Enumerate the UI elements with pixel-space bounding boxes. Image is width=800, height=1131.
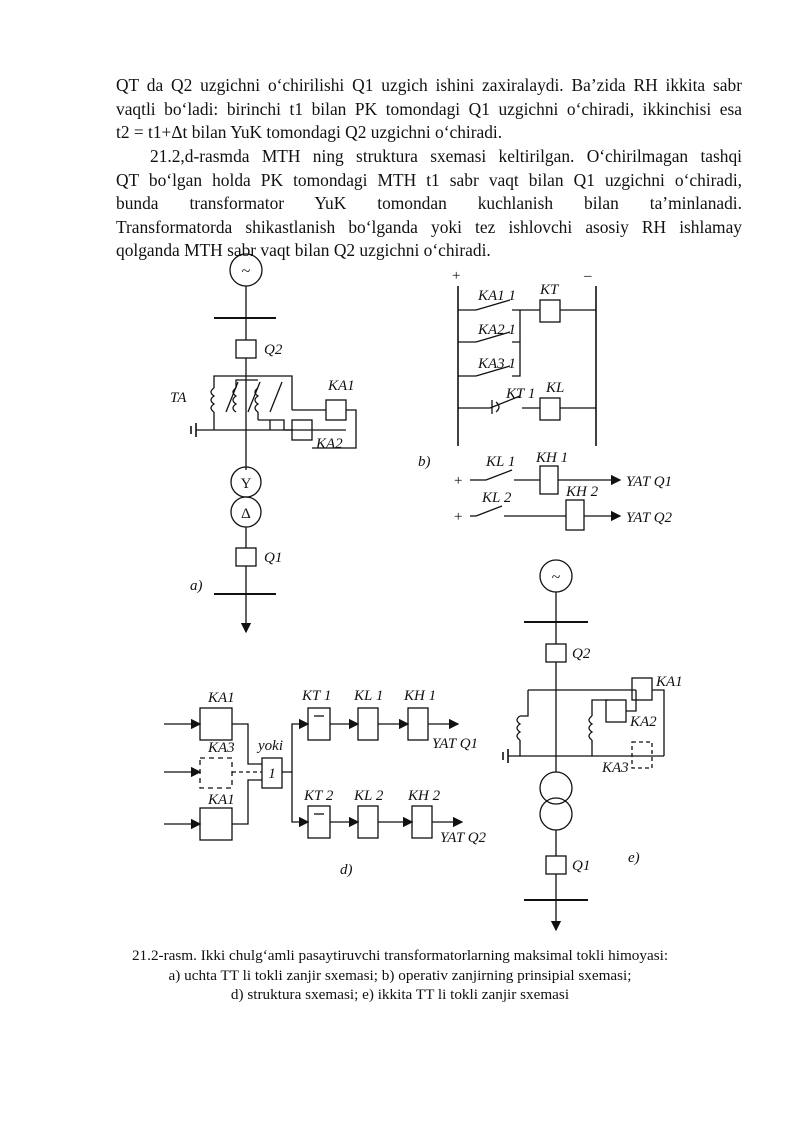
tag-d: d)	[340, 862, 353, 878]
ta-label: TA	[170, 390, 187, 406]
generator-label-e: ~	[552, 569, 561, 586]
star-label: Y	[241, 476, 252, 492]
paragraph-1: QT da Q2 uzgichni o‘chirilishi Q1 uzgich…	[116, 74, 742, 145]
block-ka1-top	[199, 707, 233, 741]
ka1-top-label: KA1	[207, 690, 235, 706]
ct-coil-e2	[588, 715, 594, 741]
caption-line: d) struktura sxemasi; e) ikkita TT li to…	[230, 986, 570, 1003]
kh1-label: KH 1	[403, 688, 436, 704]
ka1-1-label: KA1 1	[477, 288, 516, 304]
diagram-e: ~ Q2 KA1 KA2 KA3 Q1 e)	[502, 559, 683, 932]
relay-ka3-e	[631, 741, 653, 769]
ka3-label: KA3	[207, 740, 235, 756]
block-kt1	[307, 707, 331, 741]
transformer-winding-hv-e	[539, 771, 573, 805]
ka1-bot-label: KA1	[207, 792, 235, 808]
block-ka3	[199, 757, 233, 789]
yoki-label: yoki	[256, 738, 283, 754]
generator-label: ~	[242, 263, 251, 280]
tag-b: b)	[418, 454, 431, 470]
ct-coil-e1	[516, 715, 522, 741]
plus-label: +	[452, 268, 460, 284]
plus-label-2: +	[454, 473, 462, 489]
ka3-1-label: KA3 1	[477, 356, 516, 372]
kl-label: KL	[545, 380, 564, 396]
kh-1-label: KH 1	[535, 450, 568, 466]
minus-label: –	[583, 268, 592, 284]
relay-kl	[539, 397, 561, 421]
breaker-q2-e	[545, 643, 567, 663]
breaker-q1	[235, 547, 257, 567]
kl2-label: KL 2	[353, 788, 384, 804]
q2-label-e: Q2	[572, 646, 591, 662]
q1-label: Q1	[264, 550, 282, 566]
text-line: t2 = t1+Δt bilan YuK tomondagi Q2 uzgich…	[116, 122, 503, 142]
plus-label-3: +	[454, 509, 462, 525]
kh-2-label: KH 2	[565, 484, 599, 500]
transformer-winding-lv-e	[539, 797, 573, 831]
yat-q2-label-d: YAT Q2	[440, 830, 487, 846]
yat-q1-label-b: YAT Q1	[626, 474, 672, 490]
ka1-label: KA1	[327, 378, 355, 394]
tag-a: a)	[190, 578, 203, 594]
block-kh1	[407, 707, 429, 741]
kt2-label: KT 2	[303, 788, 334, 804]
diagram-a: ~ Q2 TA KA1 KA2 Y Δ Q1	[170, 253, 357, 634]
block-kl2	[357, 805, 379, 839]
block-ka1-bottom	[199, 807, 233, 841]
tag-e: e)	[628, 850, 640, 866]
text-line: bunda transformator YuK tomondan kuchlan…	[116, 193, 742, 213]
block-kh2	[411, 805, 433, 839]
relay-ka1-e	[631, 677, 653, 701]
ka2-1-label: KA2 1	[477, 322, 516, 338]
text-line: Transformatorda shikastlanish bo‘lganda …	[116, 216, 742, 237]
q1-label-e: Q1	[572, 858, 590, 874]
yat-q2-label-b: YAT Q2	[626, 510, 673, 526]
time-contact-icon	[491, 400, 500, 414]
diagram-d: KA1 KA3 KA1 1 yoki KT 1 KL 1 KH 1 YAT Q1…	[164, 688, 487, 878]
kl-2-label: KL 2	[481, 490, 512, 506]
ka2-label-e: KA2	[629, 714, 657, 730]
ka3-label-e: KA3	[601, 760, 629, 776]
ka2-label: KA2	[315, 436, 343, 452]
figure-caption: 21.2-rasm. Ikki chulg‘amli pasaytiruvchi…	[80, 946, 720, 1005]
kt1-label: KT 1	[301, 688, 331, 704]
kt-1-label: KT 1	[505, 386, 535, 402]
q2-label: Q2	[264, 342, 283, 358]
relay-kt	[539, 299, 561, 323]
relay-ka2-e	[605, 699, 627, 723]
caption-line: 21.2-rasm. Ikki chulg‘amli pasaytiruvchi…	[131, 947, 669, 964]
kl1-label: KL 1	[353, 688, 383, 704]
yat-q1-label-d: YAT Q1	[432, 736, 478, 752]
block-kl1	[357, 707, 379, 741]
kl-1-label: KL 1	[485, 454, 515, 470]
diagram-b: + – KA1 1 KT KA2 1 KA3 1 KT 1 KL b) +	[418, 268, 673, 531]
text-line: 21.2,d-rasmda MTH ning struktura sxemasi…	[150, 146, 742, 166]
caption-line: a) uchta TT li tokli zanjir sxemasi; b) …	[168, 966, 632, 984]
kt-label: KT	[539, 282, 560, 298]
relay-ka1	[325, 399, 347, 421]
paragraph-2: 21.2,d-rasmda MTH ning struktura sxemasi…	[116, 145, 742, 263]
ka1-label-e: KA1	[655, 674, 683, 690]
text-line: QT bo‘lgan holda PK tomondagi MTH t1 sab…	[116, 169, 742, 190]
text-line: vaqtli bo‘ladi: birinchi t1 bilan PK tom…	[116, 98, 742, 119]
text-line: QT da Q2 uzgichni o‘chirilishi Q1 uzgich…	[116, 75, 742, 95]
breaker-q2	[235, 339, 257, 359]
relay-kh1	[539, 465, 559, 495]
block-kt2	[307, 805, 331, 839]
relay-kh2	[565, 499, 585, 531]
kh2-label: KH 2	[407, 788, 441, 804]
text-line: qolganda MTH sabr vaqt bilan Q2 uzgichni…	[116, 240, 491, 260]
or-gate	[261, 757, 283, 789]
delta-label: Δ	[241, 506, 251, 522]
breaker-q1-e	[545, 855, 567, 875]
or-symbol: 1	[268, 766, 276, 782]
ct-coil-1	[210, 387, 216, 413]
